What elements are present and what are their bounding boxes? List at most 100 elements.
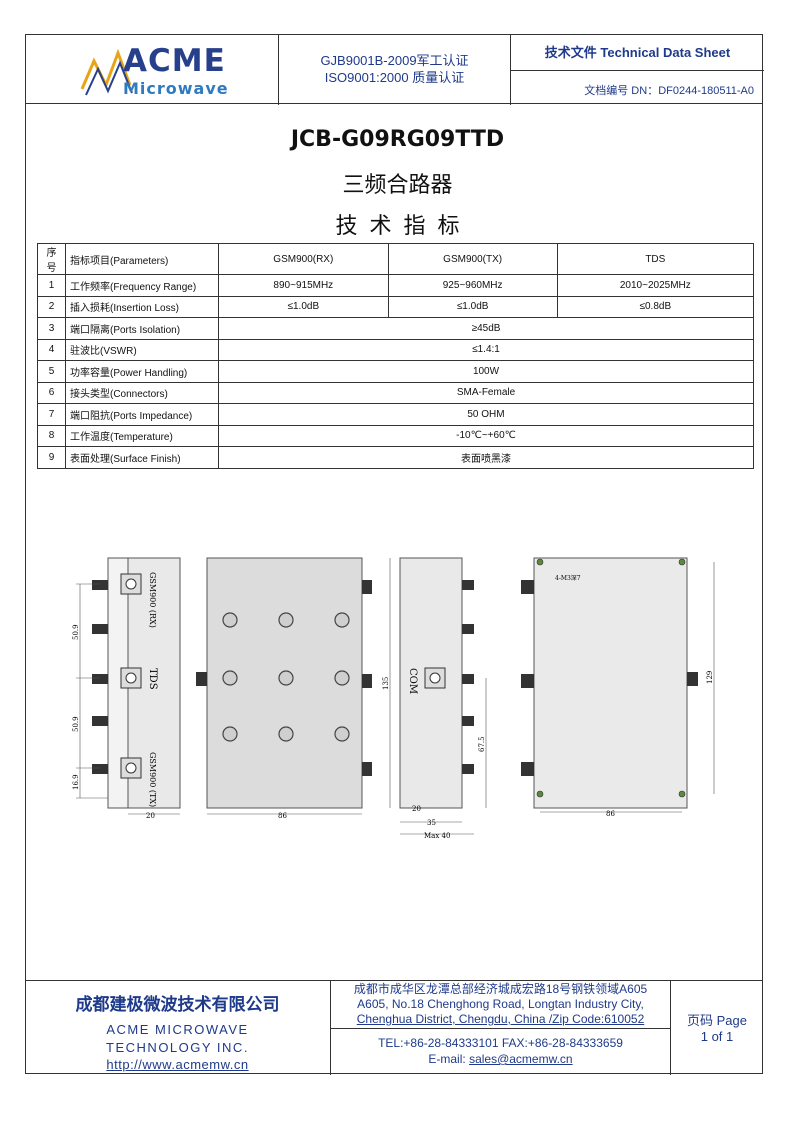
table-row: 9 表面处理(Surface Finish) 表面喷黑漆	[37, 446, 754, 469]
row-index: 6	[37, 381, 66, 404]
row-index: 9	[37, 446, 66, 469]
row-param: 接头类型(Connectors)	[65, 381, 219, 404]
end-view-com: COM 20 35 Max 40 67.5	[399, 557, 487, 840]
dim-holes: 4-M3深7	[555, 574, 581, 582]
label-tds: TDS	[147, 668, 158, 690]
dim-max-40: Max 40	[424, 832, 450, 840]
row-value: ≥45dB	[218, 317, 754, 340]
bottom-view: 4-M3深7 86 129	[521, 557, 715, 818]
header: ACME Microwave GJB9001B-2009军工认证 ISO9001…	[25, 34, 764, 105]
table-row: 2 插入损耗(Insertion Loss) ≤1.0dB ≤1.0dB ≤0.…	[37, 295, 755, 318]
row-param: 工作温度(Temperature)	[65, 424, 219, 447]
label-rx: GSM900 (RX)	[148, 572, 157, 628]
row-index: 8	[37, 424, 66, 447]
dim-50-9-b: 50.9	[72, 716, 80, 732]
row-param: 端口隔离(Ports Isolation)	[65, 317, 219, 340]
table-row: 8 工作温度(Temperature) -10℃~+60℃	[37, 424, 754, 447]
side-view-ports: GSM900 (RX) TDS GSM900 (TX) 50.9 50.9 16…	[72, 557, 181, 820]
address-cn: 成都市成华区龙潭总部经济城成宏路18号钢铁领域A605	[353, 982, 648, 996]
table-row: 4 驻波比(VSWR) ≤1.4:1	[37, 338, 754, 361]
page-info: 页码 Page 1 of 1	[671, 981, 763, 1075]
email-link[interactable]: sales@acmemw.cn	[469, 1052, 573, 1066]
company-name-en-line2: TECHNOLOGY INC.	[106, 1040, 249, 1055]
product-name: 三频合路器	[342, 173, 453, 198]
table-row: 5 功率容量(Power Handling) 100W	[37, 360, 754, 383]
row-param: 表面处理(Surface Finish)	[65, 446, 219, 469]
cert-iso: ISO9001:2000 质量认证	[324, 70, 465, 85]
row-index: 3	[37, 317, 66, 340]
row-param: 插入损耗(Insertion Loss)	[65, 295, 219, 318]
spec-table: 序号 指标项目(Parameters) GSM900(RX) GSM900(TX…	[37, 243, 755, 469]
row-value: SMA-Female	[218, 381, 754, 404]
company-logo: ACME Microwave	[26, 35, 279, 105]
dim-135: 135	[382, 677, 390, 690]
section-title: 技术指标	[335, 214, 472, 239]
col-header-param: 指标项目(Parameters)	[65, 243, 219, 275]
logo-wordmark: ACME	[123, 43, 226, 79]
col-header-index: 序号	[37, 243, 66, 275]
address-en-line2: Chenghua District, Chengdu, China /Zip C…	[356, 1012, 645, 1026]
contact-block: TEL:+86-28-84333101 FAX:+86-28-84333659 …	[331, 1029, 671, 1075]
company-name-cn: 成都建极微波技术有限公司	[75, 995, 280, 1015]
doc-type: 技术文件 Technical Data Sheet	[511, 35, 764, 71]
model-number: JCB-G09RG09TTD	[290, 127, 505, 152]
row-index: 4	[37, 338, 66, 361]
col-header-rx: GSM900(RX)	[218, 243, 389, 275]
email-line: E-mail: sales@acmemw.cn	[331, 1051, 670, 1067]
dim-20-b: 20	[412, 805, 421, 813]
row-index: 5	[37, 360, 66, 383]
row-value-tds: ≤0.8dB	[556, 295, 755, 318]
doc-number: 文档编号 DN：DF0244-180511-A0	[584, 85, 754, 97]
row-value: ≤1.4:1	[218, 338, 754, 361]
top-view: 86 135	[196, 557, 391, 820]
dim-20-a: 20	[146, 812, 155, 820]
row-index: 1	[37, 274, 66, 297]
company-block: 成都建极微波技术有限公司 ACME MICROWAVE TECHNOLOGY I…	[25, 981, 331, 1075]
label-tx: GSM900 (TX)	[148, 752, 157, 807]
logo-subtitle: Microwave	[123, 79, 229, 98]
dim-50-9-a: 50.9	[72, 624, 80, 640]
dim-67-5: 67.5	[478, 736, 486, 752]
dim-35: 35	[427, 819, 436, 827]
cert-gjb: GJB9001B-2009军工认证	[320, 53, 469, 68]
row-param: 工作频率(Frequency Range)	[65, 274, 219, 297]
row-param: 端口阻抗(Ports Impedance)	[65, 403, 219, 426]
certifications: GJB9001B-2009军工认证 ISO9001:2000 质量认证	[279, 35, 511, 105]
table-row: 3 端口隔离(Ports Isolation) ≥45dB	[37, 317, 754, 340]
row-value-tx: ≤1.0dB	[387, 295, 558, 318]
acme-logo-icon	[80, 48, 133, 96]
row-index: 2	[37, 295, 66, 318]
dim-16-9: 16.9	[72, 774, 80, 790]
row-value-rx: 890~915MHz	[218, 274, 389, 297]
table-header-row: 序号 指标项目(Parameters) GSM900(RX) GSM900(TX…	[37, 243, 755, 275]
row-param: 功率容量(Power Handling)	[65, 360, 219, 383]
company-name-en-line1: ACME MICROWAVE	[106, 1022, 249, 1037]
row-value: 表面喷黑漆	[218, 446, 754, 469]
col-header-tds: TDS	[556, 243, 755, 275]
address-block: 成都市成华区龙潭总部经济城成宏路18号钢铁领域A605 A605, No.18 …	[331, 981, 671, 1029]
table-row: 7 端口阻抗(Ports Impedance) 50 OHM	[37, 403, 754, 426]
row-value-tds: 2010~2025MHz	[556, 274, 755, 297]
dim-129: 129	[706, 671, 714, 684]
label-com: COM	[407, 668, 418, 694]
row-value: 100W	[218, 360, 754, 383]
row-value: 50 OHM	[218, 403, 754, 426]
row-value-tx: 925~960MHz	[387, 274, 558, 297]
tel-fax: TEL:+86-28-84333101 FAX:+86-28-84333659	[378, 1036, 623, 1050]
table-row: 6 接头类型(Connectors) SMA-Female	[37, 381, 754, 404]
dim-86-b: 86	[606, 810, 615, 818]
row-index: 7	[37, 403, 66, 426]
col-header-tx: GSM900(TX)	[387, 243, 558, 275]
footer: 成都建极微波技术有限公司 ACME MICROWAVE TECHNOLOGY I…	[25, 980, 763, 1075]
row-param: 驻波比(VSWR)	[65, 338, 219, 361]
company-url-link[interactable]: http://www.acmemw.cn	[106, 1057, 249, 1072]
address-en-line1: A605, No.18 Chenghong Road, Longtan Indu…	[357, 997, 644, 1011]
dim-86-a: 86	[278, 812, 287, 820]
row-value: -10℃~+60℃	[218, 424, 754, 447]
row-value-rx: ≤1.0dB	[218, 295, 389, 318]
email-label: E-mail:	[428, 1052, 470, 1066]
mechanical-drawing: GSM900 (RX) TDS GSM900 (TX) 50.9 50.9 16…	[72, 557, 715, 840]
page-label: 页码 Page	[687, 1013, 747, 1028]
page-number: 1 of 1	[700, 1029, 734, 1044]
table-row: 1 工作频率(Frequency Range) 890~915MHz 925~9…	[37, 274, 755, 297]
